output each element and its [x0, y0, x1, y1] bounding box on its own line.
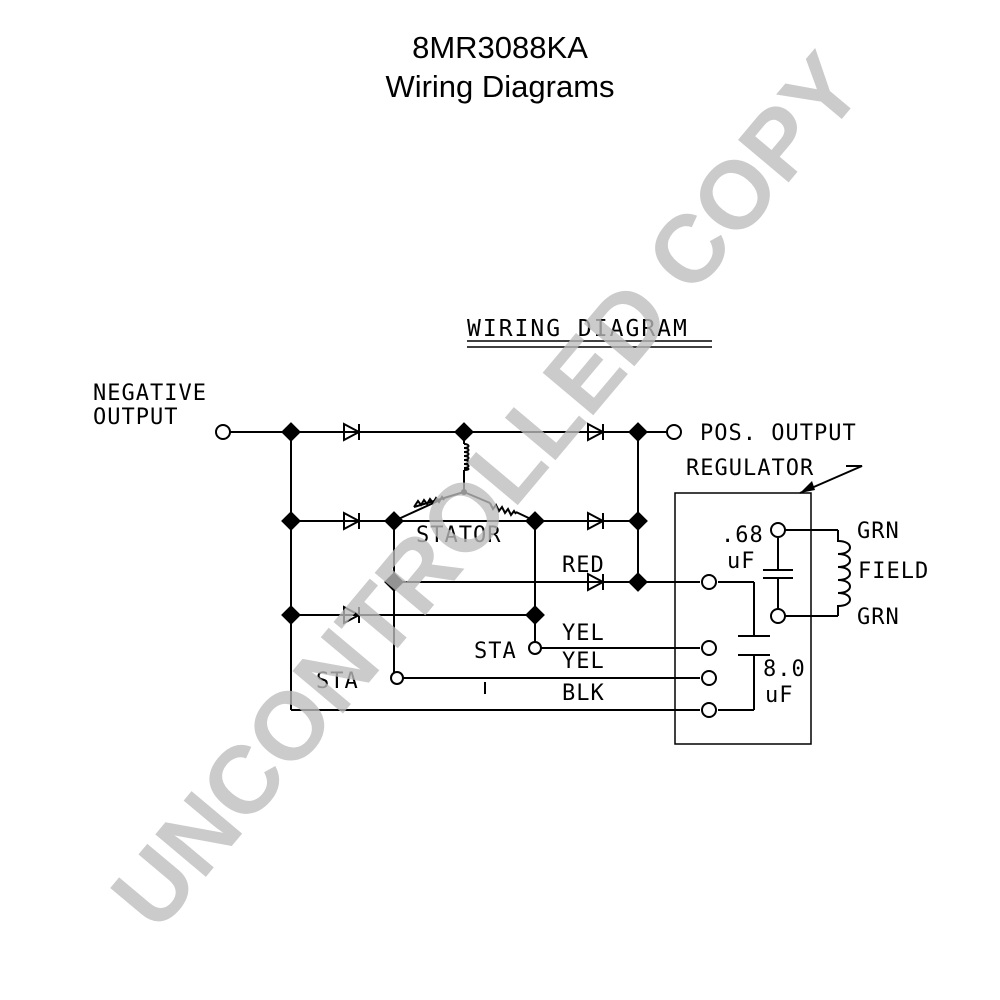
- field-coil-icon: [837, 530, 851, 616]
- small-capacitor-value: .68: [721, 523, 764, 548]
- regulator-box: [674, 492, 812, 745]
- stator-winding-right: [489, 502, 517, 517]
- field-label: FIELD: [858, 559, 929, 584]
- junction-nodes: [281, 422, 648, 625]
- small-capacitor-unit: uF: [727, 549, 756, 574]
- diode-icon-top-left: [343, 422, 362, 442]
- regulator-terminal-red: [701, 574, 717, 590]
- red-wire-label: RED: [562, 553, 605, 578]
- regulator-arrow: [799, 465, 863, 494]
- sta-label-left: STA: [316, 669, 359, 694]
- field-terminal-bottom: [770, 608, 786, 624]
- large-capacitor-value: 8.0: [763, 657, 806, 682]
- yel-wire-label-1: YEL: [562, 621, 605, 646]
- wiring-lines: [230, 431, 838, 711]
- regulator-terminal-blk: [701, 702, 717, 718]
- large-capacitor-unit: uF: [765, 683, 794, 708]
- pos-output-terminal: [666, 424, 682, 440]
- output-label: OUTPUT: [93, 405, 178, 430]
- sta-terminal-right: [528, 641, 542, 655]
- negative-output-terminal: [215, 424, 231, 440]
- diode-icon-top-right: [587, 422, 606, 442]
- diode-icon-bottom-left: [343, 605, 362, 625]
- diode-icon-mid-right: [587, 511, 606, 531]
- diode-icon-red-line: [587, 572, 606, 592]
- grn-label-top: GRN: [857, 519, 900, 544]
- document-subtitle: Wiring Diagrams: [385, 69, 615, 104]
- terminals: [215, 424, 786, 718]
- stator-label: STATOR: [416, 523, 501, 548]
- regulator-arrowhead: [800, 481, 815, 493]
- field-terminal-top: [770, 522, 786, 538]
- negative-label: NEGATIVE: [93, 381, 207, 406]
- stator-winding-left: [413, 495, 445, 508]
- regulator-label: REGULATOR: [686, 456, 814, 481]
- blk-wire-label: BLK: [562, 681, 605, 706]
- diagram-heading: WIRING DIAGRAM: [467, 316, 689, 342]
- diode-icon-mid-left: [343, 511, 362, 531]
- title-block: 8MR3088KA Wiring Diagrams: [0, 28, 1000, 106]
- yel-wire-label-2: YEL: [562, 649, 605, 674]
- part-number-title: 8MR3088KA: [412, 30, 588, 65]
- uncontrolled-copy-watermark: UNCONTROLLED COPY: [91, 34, 883, 948]
- regulator-terminal-yel-2: [701, 670, 717, 686]
- stator-winding-top: [463, 443, 470, 471]
- pos-output-label: POS. OUTPUT: [700, 421, 857, 446]
- regulator-terminal-yel-1: [701, 640, 717, 656]
- sta-label-right: STA: [474, 639, 517, 664]
- sta-terminal-left: [390, 671, 404, 685]
- grn-label-bottom: GRN: [857, 605, 900, 630]
